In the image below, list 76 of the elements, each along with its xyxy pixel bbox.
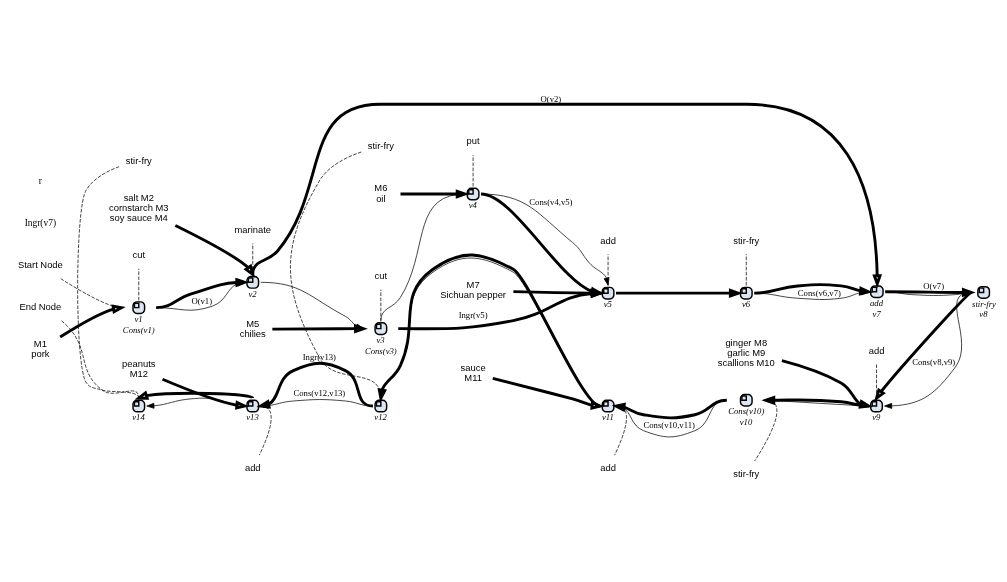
node-label: v13 <box>246 412 259 423</box>
node-label: v11 <box>601 412 614 423</box>
node-label: Cons(v1) <box>122 324 155 335</box>
connector <box>61 320 140 399</box>
node-text: add <box>600 461 616 473</box>
node-text: M1 pork <box>31 338 50 360</box>
edge-label: O(v1) <box>191 295 213 306</box>
node-text: M7 Sichuan pepper <box>440 278 507 300</box>
edge-label: Cons(v4,v5) <box>529 196 573 207</box>
connector <box>472 154 474 187</box>
node-text: ginger M8 garlic M9 scallions M10 <box>717 336 775 368</box>
connector <box>614 405 627 456</box>
edge-label: O(v2) <box>540 93 562 104</box>
node-text: cut <box>132 249 146 260</box>
arrow <box>59 304 126 339</box>
node-text: cut <box>374 269 388 281</box>
node-label: add <box>870 297 884 308</box>
node-label: Cons(v3) <box>364 345 397 356</box>
arrow <box>134 390 254 400</box>
connector <box>754 399 778 462</box>
node-label: v8 <box>979 309 988 320</box>
node-label: v14 <box>132 412 145 423</box>
node-text: marinate <box>234 223 272 235</box>
edge-label: Cons(v10,v11) <box>643 420 695 431</box>
edge-label: Cons(v6,v7) <box>797 287 841 298</box>
node-text: add <box>868 344 885 356</box>
edge-label: Ingr(v5) <box>458 310 488 321</box>
node-label: v6 <box>741 299 751 310</box>
arrow <box>256 361 374 409</box>
node-text: M6 oil <box>374 182 388 204</box>
arrow <box>174 224 256 278</box>
node-text: put <box>466 135 480 147</box>
arrow <box>754 283 873 296</box>
node-text: add <box>244 461 261 473</box>
node-text: salt M2 cornstarch M3 soy sauce M4 <box>109 191 169 224</box>
arrow <box>492 376 605 411</box>
node-label: v3 <box>376 334 385 345</box>
edge-label: Cons(v12,v13) <box>293 388 346 399</box>
arrow <box>616 288 743 298</box>
node-label: v9 <box>872 412 881 423</box>
node-label: v5 <box>603 299 612 310</box>
node-text: peanuts M12 <box>122 357 156 379</box>
edge-label: Cons(v8,v9) <box>912 356 956 367</box>
connector <box>258 405 272 456</box>
node-text: stir-fry <box>733 467 760 479</box>
node-text: sauce M11 <box>460 361 486 384</box>
node-label: v1 <box>134 313 143 324</box>
arrow <box>611 398 727 420</box>
label: r <box>38 176 42 187</box>
edge-label: O(v7) <box>923 281 945 292</box>
arrow <box>260 399 374 409</box>
label: Ingr(v7) <box>24 218 57 229</box>
connector <box>607 253 609 286</box>
node-label: v12 <box>374 412 387 423</box>
node-label: Cons(v10) <box>728 406 765 417</box>
connector <box>138 268 140 301</box>
node-text: stir-fry <box>125 154 152 166</box>
node-text: M5 chilies <box>239 317 266 339</box>
node-label: v2 <box>248 288 257 299</box>
node-label: v7 <box>872 308 881 319</box>
node-text: add <box>600 234 616 246</box>
node-label: v4 <box>468 200 477 211</box>
arrow <box>781 359 873 409</box>
connector <box>60 278 122 308</box>
node-label: stir-fry <box>972 298 996 309</box>
connector <box>745 253 747 286</box>
arrow <box>161 377 250 410</box>
node-text: End Node <box>19 301 62 313</box>
arrow <box>398 288 605 331</box>
node-label: v10 <box>739 417 753 428</box>
edge-label: Ingr(v13) <box>302 352 336 363</box>
arrow <box>753 289 869 300</box>
node-text: stir-fry <box>367 140 394 152</box>
arrow <box>513 288 605 298</box>
node-text: Start Node <box>17 259 63 271</box>
node-text: stir-fry <box>733 234 760 246</box>
